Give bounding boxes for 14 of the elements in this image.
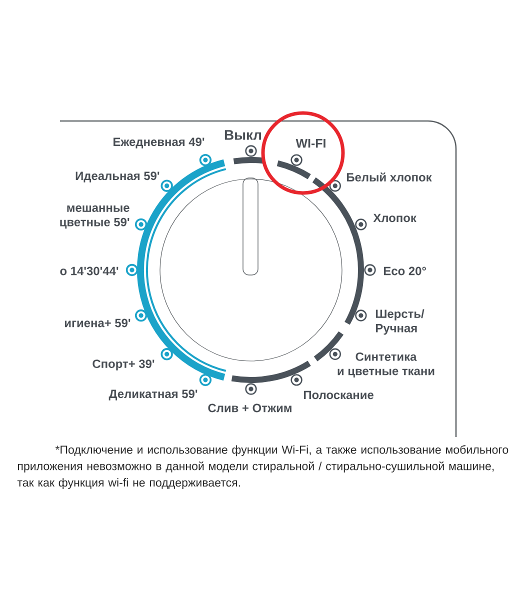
program-label: Eco 20° [384,266,426,276]
program-label: Хлопок [373,214,416,222]
footnote: *Подключение и использование функции Wi-Fi, а также использование мобильного приложения невозможно в данной модели стиральной / стирально-сушильной машине, так как функция wi-fi не поддерживается. [17,445,508,489]
program-label: игиена+ 59' [64,318,130,328]
program-label: мешанные цветные 59' [60,205,130,229]
program-label: Идеальная 59' [76,172,160,182]
program-label: Синтетика и цветные ткани [338,352,434,378]
program-label: о 14'30'44' [60,266,118,276]
program-label: Шерсть/ Ручная [376,309,424,335]
program-label: Деликатная 59' [108,390,198,400]
program-label: Полоскание [304,390,374,400]
program-label: Слив + Отжим [208,404,292,412]
program-label: Спорт+ 39' [92,360,154,370]
program-label: Ежедневная 49' [114,138,204,148]
